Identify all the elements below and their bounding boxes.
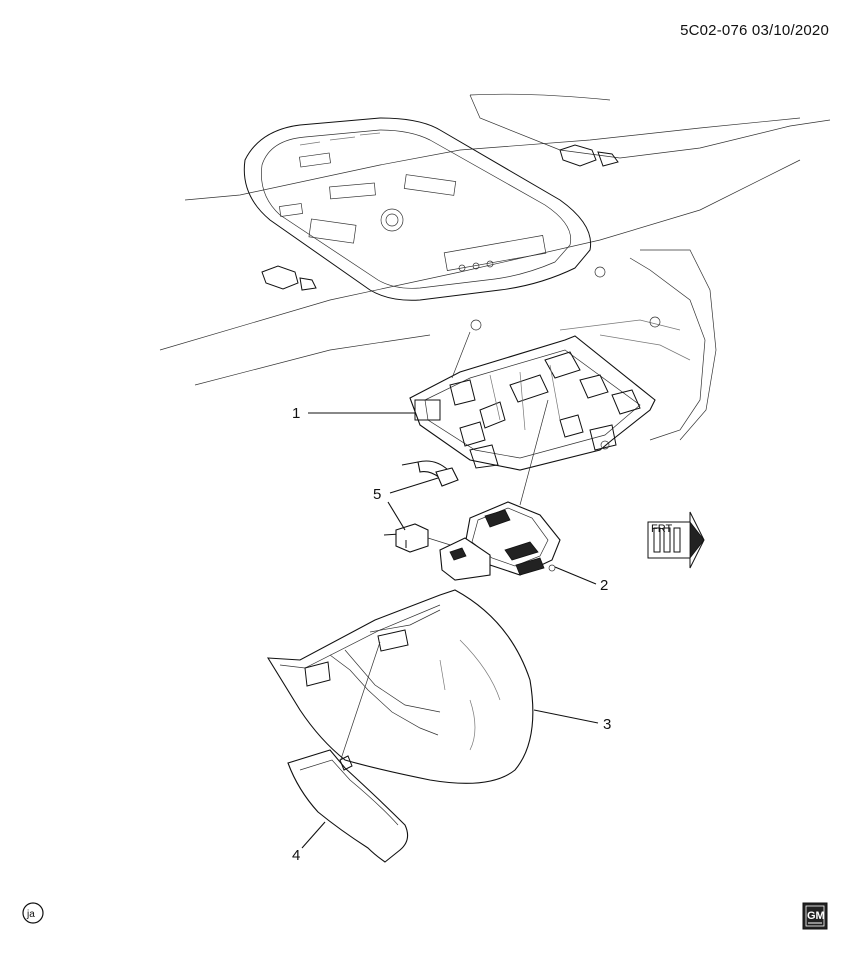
bracket-to-roof-line xyxy=(451,331,471,379)
front-direction-label: FRT xyxy=(651,523,672,535)
part-4-trim xyxy=(287,749,409,863)
part-3-cover xyxy=(266,589,534,784)
leader-5-lower xyxy=(387,501,406,531)
callout-3: 3 xyxy=(603,716,611,733)
leader-4 xyxy=(301,821,326,849)
language-badge-label: ja xyxy=(26,909,35,920)
callout-2: 2 xyxy=(600,577,608,594)
trim-to-cover-line xyxy=(339,641,381,763)
part-5-connectors xyxy=(383,460,461,553)
callout-5: 5 xyxy=(373,486,381,503)
gm-logo-text: GM xyxy=(807,910,825,922)
module-to-bracket-line xyxy=(519,399,549,506)
leader-3 xyxy=(533,709,599,724)
callout-4: 4 xyxy=(292,847,300,864)
overhead-console-panel xyxy=(243,117,592,301)
callout-1: 1 xyxy=(292,405,300,422)
leader-2 xyxy=(554,566,597,585)
part-1-bracket xyxy=(409,335,656,471)
diagram-reference: 5C02-076 03/10/2020 xyxy=(680,22,829,39)
headliner-clips xyxy=(261,144,661,331)
part-2-module xyxy=(439,501,561,581)
front-direction-indicator: FRT xyxy=(647,511,705,569)
gm-logo: GM xyxy=(802,902,828,930)
leader-5-upper xyxy=(389,477,439,494)
language-badge xyxy=(22,902,44,924)
